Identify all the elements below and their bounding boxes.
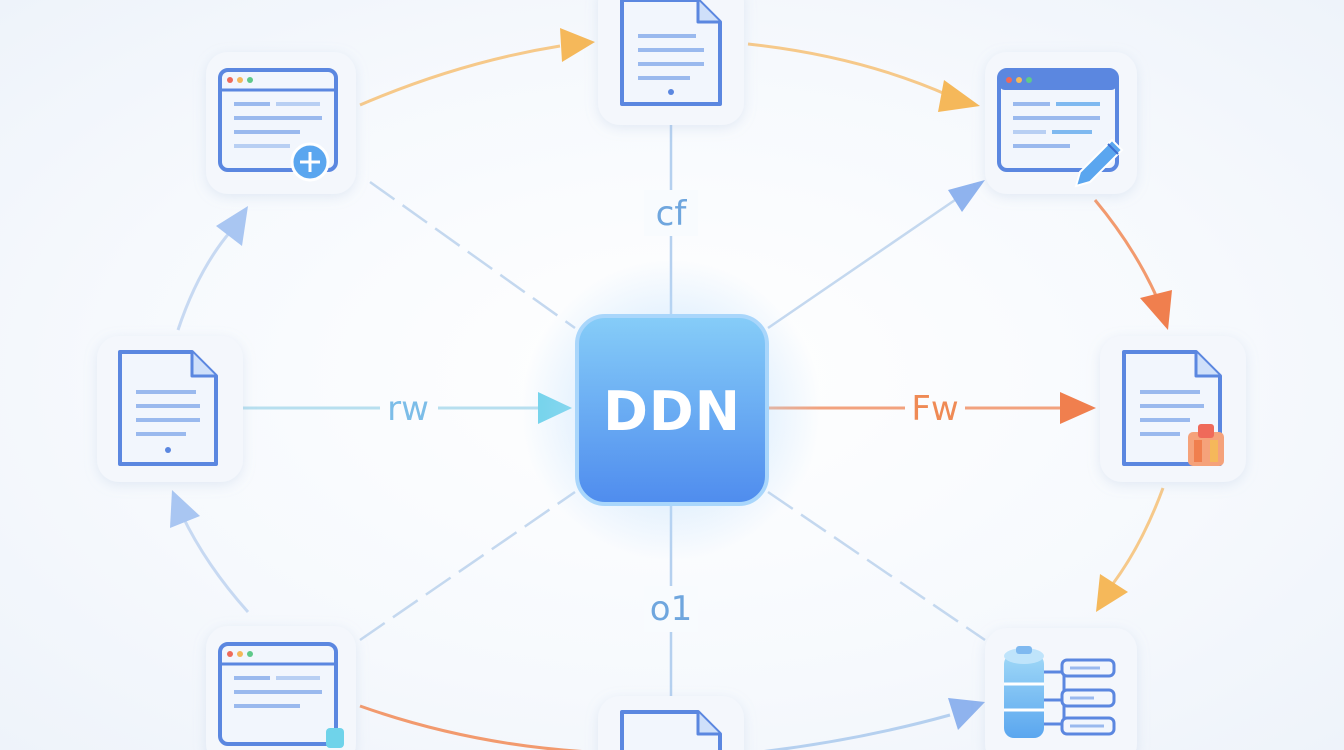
arrow-head-topright xyxy=(938,80,980,112)
spoke-bottom-right xyxy=(767,490,986,642)
edge-labels: cf o1 rw Fw xyxy=(387,190,959,632)
arc-topright-to-right xyxy=(1093,199,1160,301)
browser-window-add-icon xyxy=(218,68,338,182)
arc-bottomleft-to-bottom xyxy=(359,704,583,750)
hub-label: DDN xyxy=(603,380,741,443)
node-bottom-left[interactable] xyxy=(206,626,356,750)
document-icon xyxy=(620,0,722,106)
arc-bottomleft-to-left xyxy=(180,514,250,613)
spoke-top-right xyxy=(767,198,956,330)
arrow-to-top-right xyxy=(948,180,985,212)
document-icon xyxy=(620,710,722,750)
node-right[interactable] xyxy=(1100,336,1246,482)
node-top-left[interactable] xyxy=(206,52,356,194)
arrow-head-bottomright xyxy=(1096,574,1128,612)
arrow-head-topleft xyxy=(216,206,248,246)
spoke-top-left xyxy=(369,180,576,330)
arc-right-to-bottomright xyxy=(1110,487,1165,586)
database-network-icon xyxy=(1004,646,1116,738)
arrow-to-right xyxy=(1060,392,1096,424)
document-icon xyxy=(118,350,218,466)
document-tools-icon xyxy=(1122,350,1224,466)
arrow-head-left xyxy=(170,490,200,528)
node-top-right[interactable] xyxy=(985,52,1137,194)
arc-top-to-topright xyxy=(747,42,951,98)
tools-badge-icon xyxy=(1188,424,1224,466)
spoke-bottom-left xyxy=(359,490,576,642)
arc-left-to-topleft xyxy=(176,231,232,331)
edge-label-right: Fw xyxy=(911,389,958,429)
edge-label-bottom: o1 xyxy=(650,589,692,629)
hub-node[interactable]: DDN xyxy=(521,260,821,560)
arc-topleft-to-top xyxy=(359,44,561,107)
arrow-head-bottomright-2 xyxy=(948,698,985,730)
node-top[interactable] xyxy=(598,0,744,125)
node-bottom-right[interactable] xyxy=(985,628,1137,750)
arrow-head-right xyxy=(1140,290,1172,330)
hub-box xyxy=(575,314,769,506)
browser-window-icon xyxy=(218,642,344,748)
browser-window-edit-icon xyxy=(997,68,1124,188)
node-bottom[interactable] xyxy=(598,696,744,750)
arc-bottom-to-bottomright xyxy=(763,713,951,750)
arrow-head-top xyxy=(560,28,595,62)
pencil-icon xyxy=(1074,138,1124,188)
node-left[interactable] xyxy=(97,336,243,482)
label-bg-top xyxy=(644,190,698,236)
edge-label-top: cf xyxy=(656,194,688,234)
label-bg-bottom xyxy=(644,586,698,632)
edge-label-left: rw xyxy=(387,389,429,429)
